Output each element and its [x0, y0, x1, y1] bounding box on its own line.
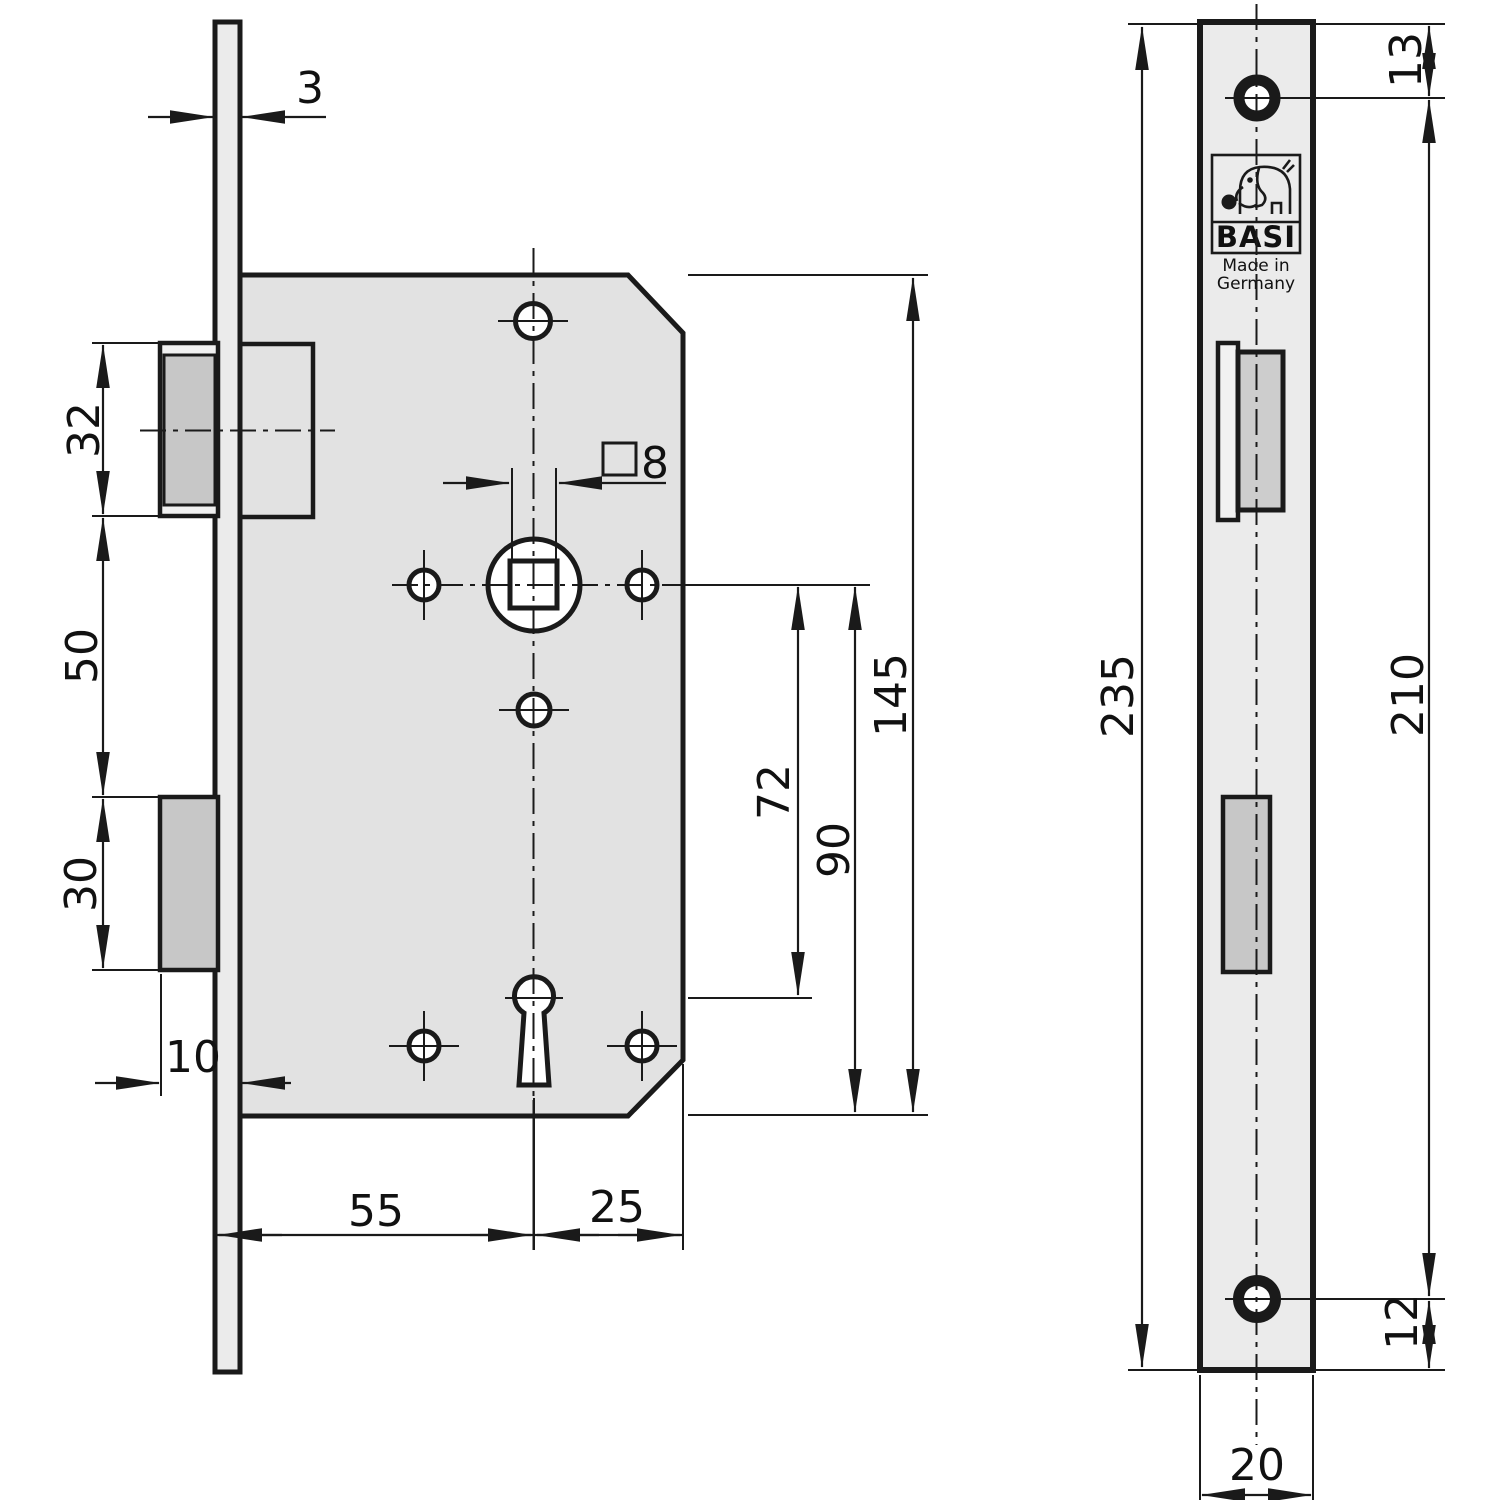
dim-bottom-offset-label: 12	[1377, 1294, 1428, 1350]
elephant-ball	[1221, 194, 1237, 210]
dim-case-height-label: 145	[866, 653, 917, 737]
dim-square-label: 8	[641, 438, 669, 489]
dim-hole-spacing-label: 210	[1383, 653, 1434, 737]
elephant-eye	[1247, 177, 1253, 183]
dim-plate-thickness-label: 3	[296, 63, 324, 114]
elephant-icon	[1221, 159, 1295, 214]
deadbolt-front	[1220, 794, 1273, 975]
dim-keyhole-distance-label: 72	[749, 764, 800, 820]
deadbolt-side	[157, 794, 221, 973]
front-view: BASI Made in Germany	[1093, 4, 1445, 1500]
square-symbol	[601, 441, 638, 477]
dim-backset-label: 55	[348, 1186, 404, 1237]
dim-plate-width-label: 20	[1229, 1440, 1285, 1491]
latch-lip-front	[1215, 340, 1241, 523]
dim-gap-label: 50	[57, 628, 108, 684]
extension-lines-front-view	[1128, 23, 1445, 1500]
dim-plate-length-label: 235	[1093, 654, 1144, 738]
centerlines-side-view	[140, 248, 870, 1250]
dim-bottom-distance-label: 90	[809, 822, 860, 878]
dimension-lines-side-view	[95, 110, 920, 1242]
centerlines-front-view	[1225, 4, 1445, 1445]
extension-lines-side-view	[92, 274, 928, 1250]
dim-latch-height-label: 32	[59, 402, 110, 458]
dim-throw-label: 10	[165, 1032, 221, 1083]
side-view: 3 32 50 30 10 55 25 8 72 90 145	[56, 19, 928, 1375]
dim-deadbolt-height-label: 30	[56, 856, 107, 912]
dim-top-offset-label: 13	[1381, 32, 1432, 88]
faceplate-side	[212, 19, 243, 1375]
lock-case	[237, 272, 686, 1119]
dimension-lines-front-view	[1135, 25, 1436, 1500]
dim-edge-label: 25	[589, 1182, 645, 1233]
latch-front	[1235, 349, 1286, 513]
